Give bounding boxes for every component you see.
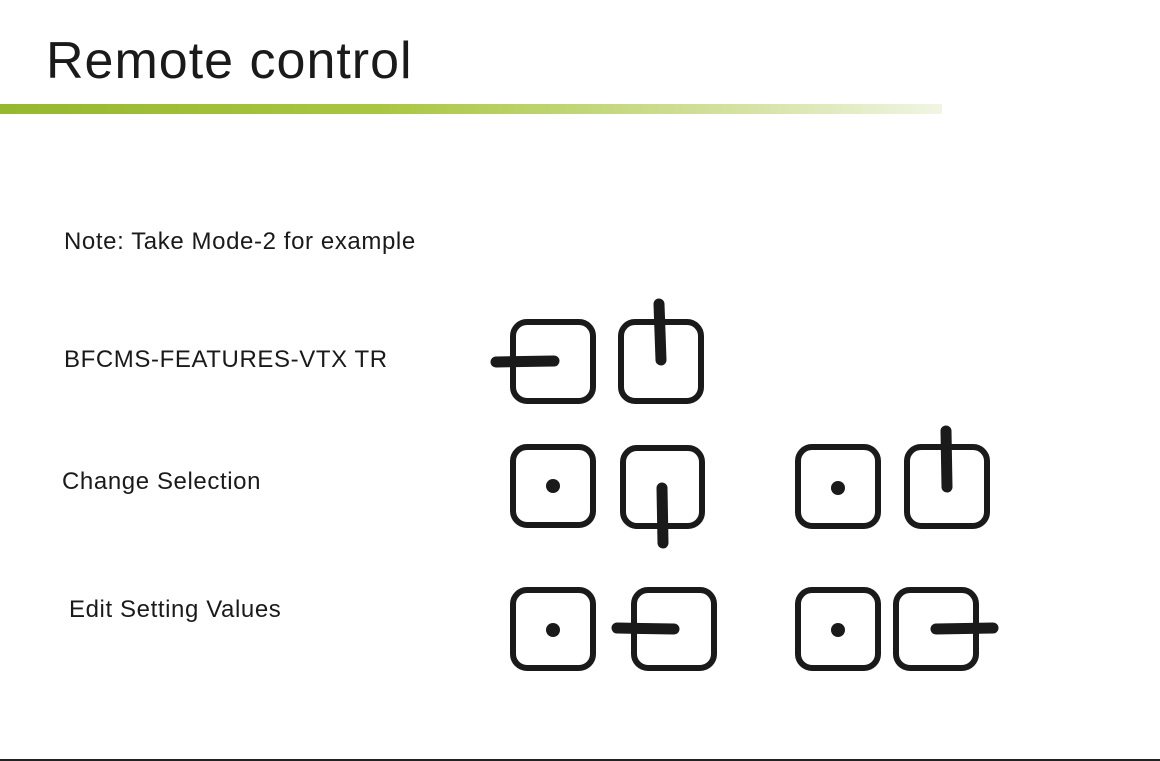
left-stick-center-icon [510, 444, 596, 528]
stick-combo-selection-down [510, 444, 705, 549]
right-stick-down-icon [620, 445, 705, 549]
stick-combo-selection-up [795, 425, 990, 529]
left-stick-center-icon [510, 587, 596, 671]
stick-combo-edit-right [795, 587, 999, 671]
title-underline-bar [0, 104, 942, 114]
stick-combo-edit-left [510, 587, 717, 671]
left-stick-center-icon [795, 444, 881, 529]
right-stick-up-icon [618, 298, 704, 404]
right-stick-up-icon [904, 425, 990, 529]
note-text: Note: Take Mode-2 for example [64, 228, 416, 255]
left-stick-center-icon [795, 587, 881, 671]
row-label-edit-values: Edit Setting Values [69, 596, 282, 623]
row-label-vtx: BFCMS-FEATURES-VTX TR [64, 346, 388, 373]
row-label-change-selection: Change Selection [62, 468, 262, 495]
stick-combo-vtx [490, 298, 704, 404]
left-stick-left-icon [490, 319, 596, 404]
bottom-divider [0, 759, 1160, 761]
right-stick-left-icon [611, 587, 717, 671]
right-stick-right-icon [893, 587, 999, 671]
page-title: Remote control [46, 32, 413, 90]
